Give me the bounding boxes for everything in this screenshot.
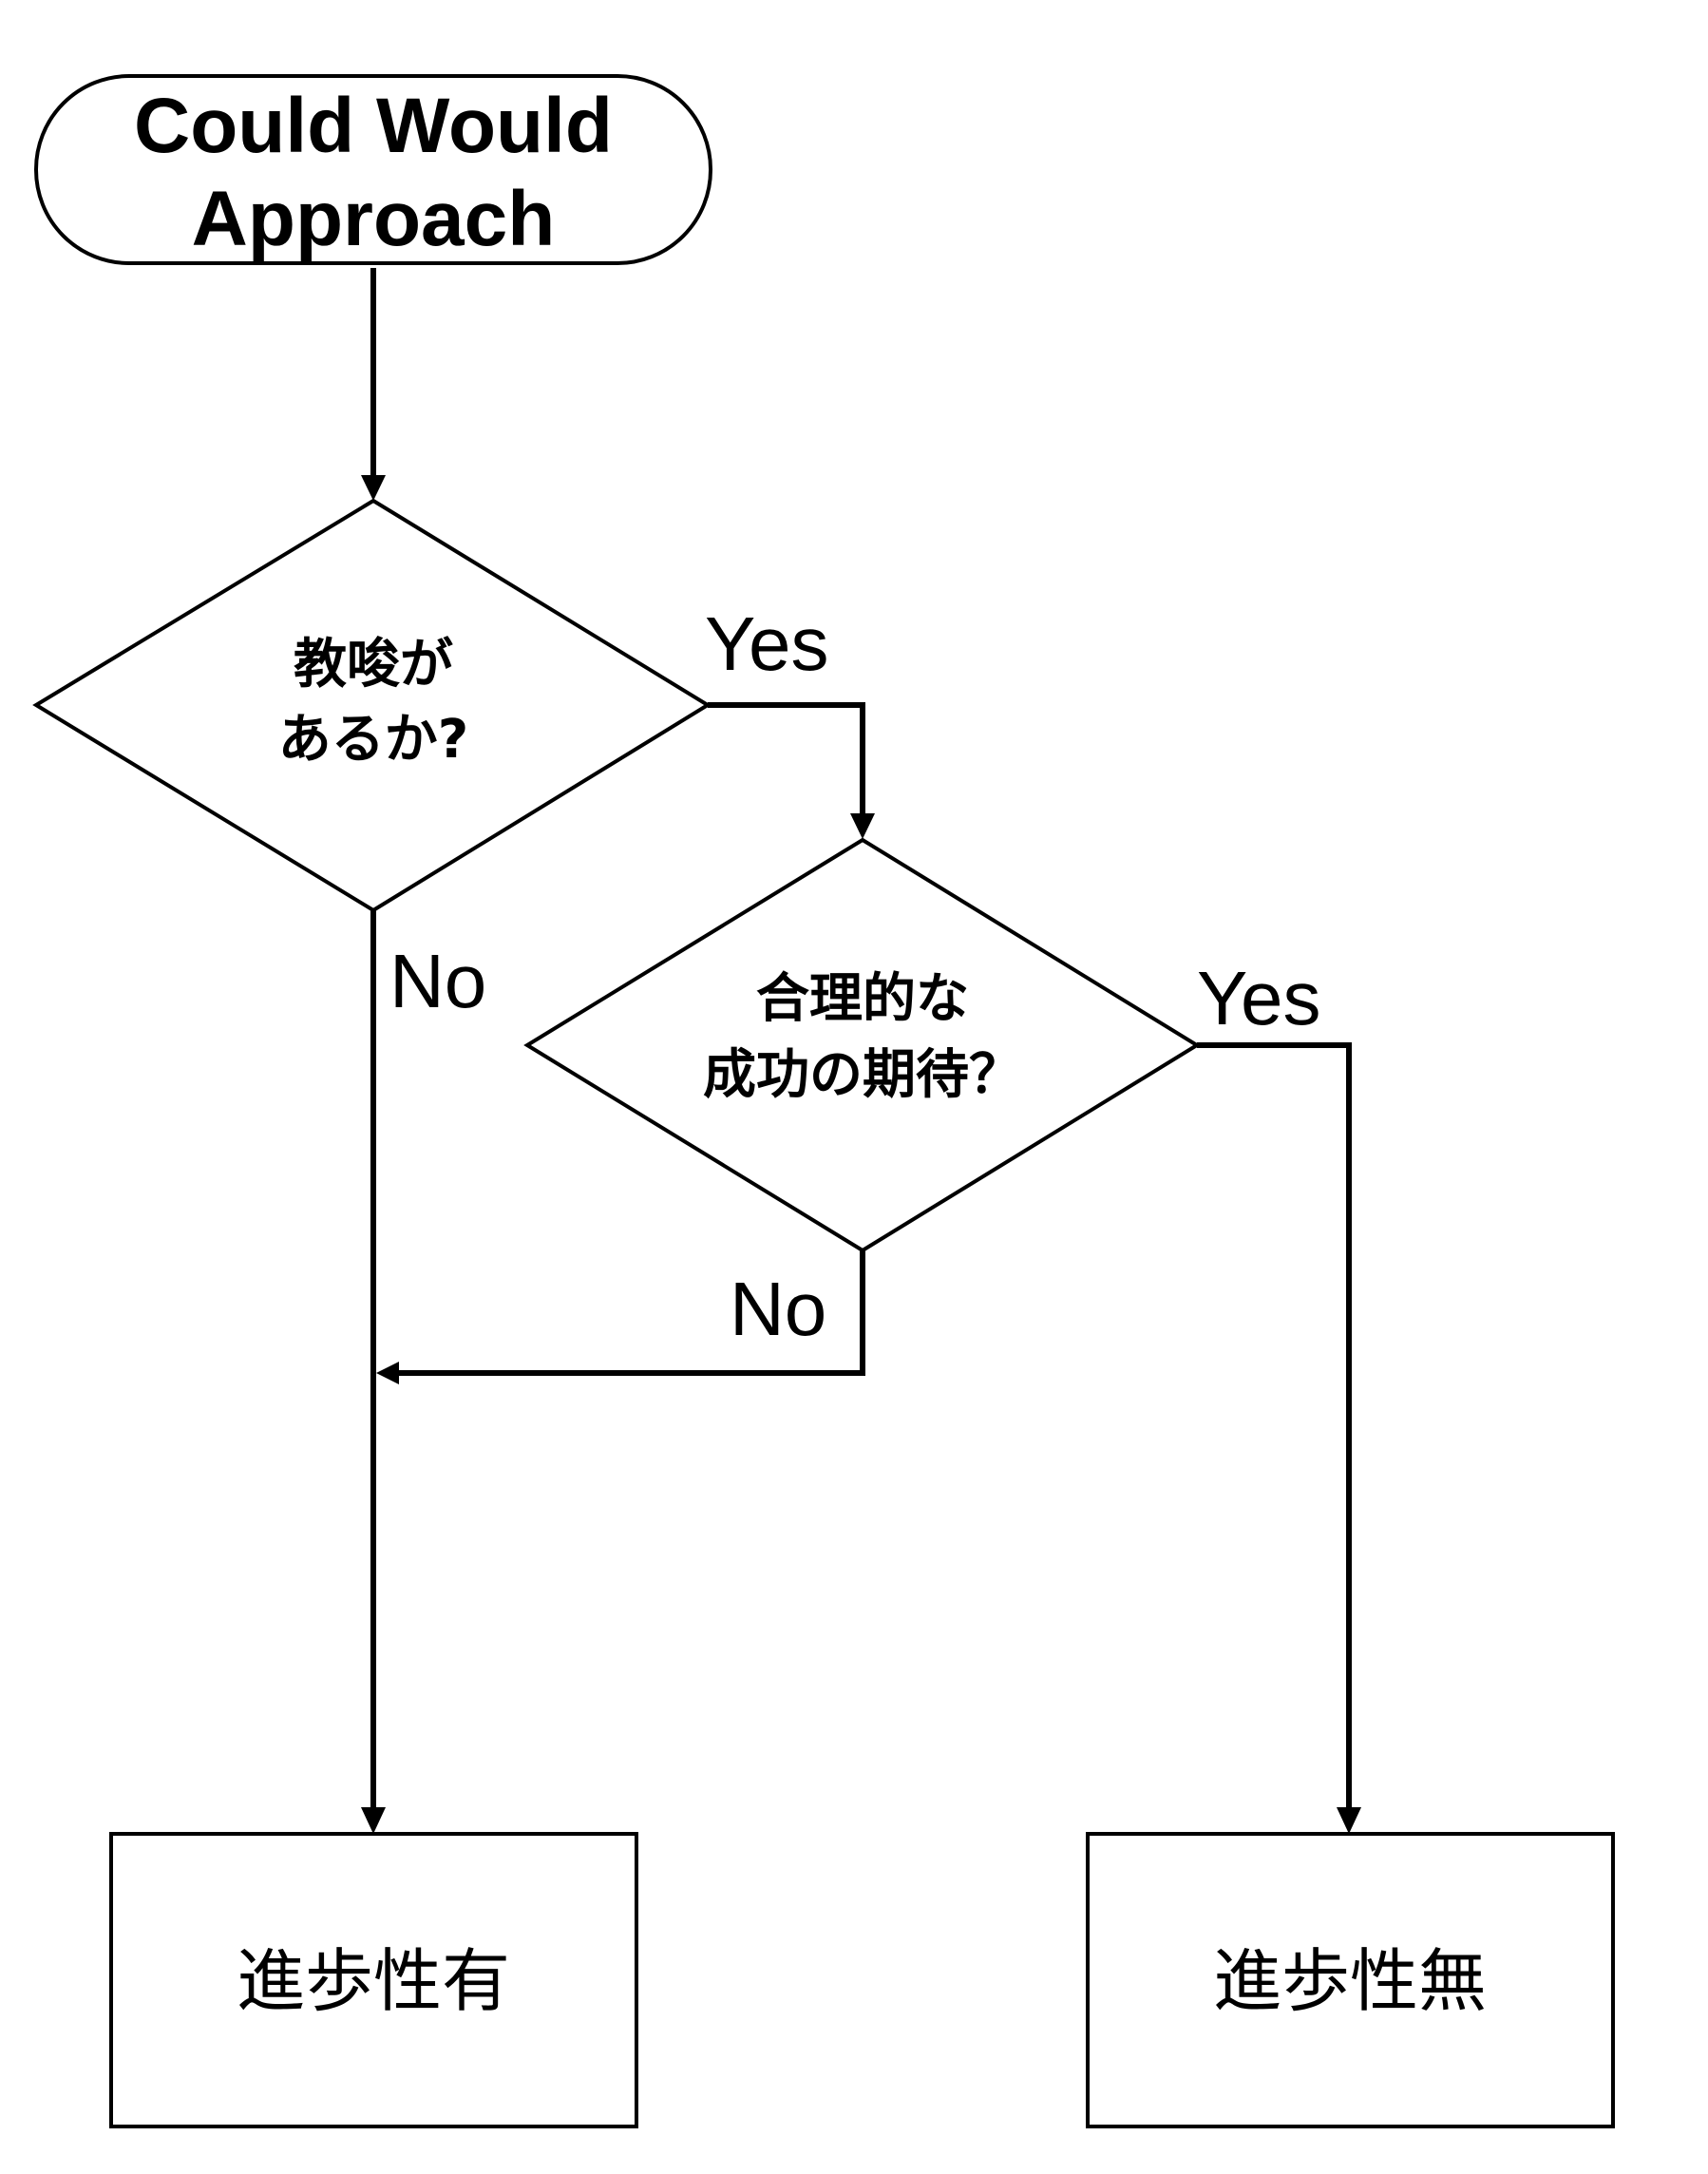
decision1-question-line1: 教唆が — [294, 634, 453, 696]
decision1: 教唆が あるか? — [32, 498, 712, 913]
decision1-diamond — [32, 498, 712, 913]
connector-decision1-yes — [708, 702, 875, 839]
result-right-label: 進歩性無 — [1213, 1941, 1487, 2021]
connector-decision2-yes — [1197, 1042, 1361, 1834]
result-right: 進歩性無 — [1086, 1832, 1615, 2128]
start-title-line2: Approach — [192, 176, 556, 262]
decision2: 合理的な 成功の期待？ — [523, 837, 1201, 1253]
decision1-yes-label: Yes — [705, 601, 829, 686]
decision1-no-label: No — [389, 939, 486, 1023]
connector-decision1-no — [361, 910, 386, 1834]
start-title-line1: Could Would — [134, 83, 613, 169]
decision1-question-line2: あるか? — [278, 709, 468, 771]
connector-decision2-no — [376, 1250, 865, 1384]
decision2-question-line2: 成功の期待？ — [703, 1044, 1022, 1106]
result-right-box — [1086, 1832, 1615, 2128]
decision2-no-label: No — [730, 1267, 826, 1351]
decision2-question-line1: 合理的な — [756, 968, 969, 1030]
result-left-box — [109, 1832, 638, 2128]
start-terminal: Could Would Approach — [34, 74, 712, 265]
connector-start-to-decision1 — [361, 268, 386, 501]
decision2-yes-label: Yes — [1197, 956, 1321, 1040]
result-left: 進歩性有 — [109, 1832, 638, 2128]
start-terminal-shape — [34, 74, 712, 265]
result-left-label: 進歩性有 — [237, 1941, 510, 2021]
